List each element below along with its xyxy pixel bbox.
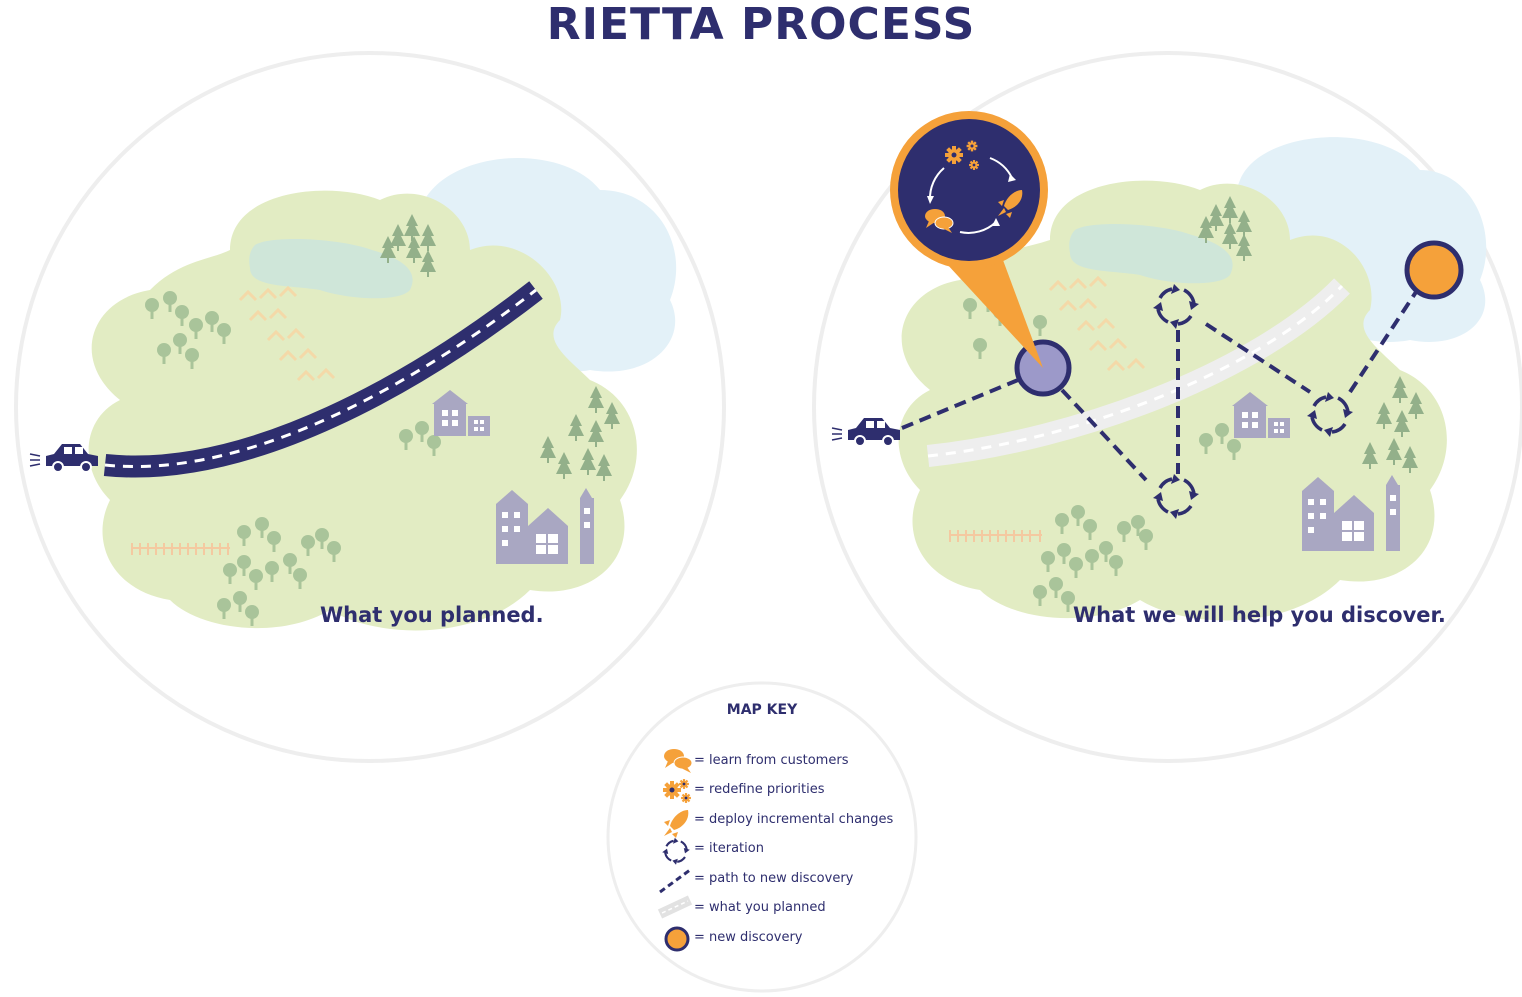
map-key-item: = path to new discovery (660, 865, 853, 891)
map-key-label: = what you planned (694, 899, 826, 915)
right-map (831, 111, 1487, 621)
map-key-item: = redefine priorities (660, 776, 825, 802)
callout-pin (890, 111, 1048, 368)
fence (131, 543, 230, 555)
map-key-label: = path to new discovery (694, 870, 854, 886)
planned-road (103, 281, 543, 478)
map-key-label: = redefine priorities (694, 781, 825, 797)
map-key-label: = iteration (694, 840, 764, 856)
hills (238, 285, 336, 382)
map-key-item: = what you planned (660, 894, 826, 920)
planned-road-faded (926, 278, 1350, 467)
map-key-item: = iteration (660, 835, 764, 861)
map-key-item: = learn from customers (660, 747, 848, 773)
map-key-icons (657, 748, 693, 952)
discovery-paths (901, 290, 1418, 482)
fence (949, 530, 1042, 542)
dashed-path-icon (659, 868, 691, 894)
left-panel-caption: What you planned. (320, 603, 544, 627)
page-title: RIETTA PROCESS (546, 0, 976, 50)
right-panel-caption: What we will help you discover. (1073, 603, 1446, 627)
new-discovery-marker (1404, 240, 1464, 300)
left-map (29, 157, 677, 631)
lake (249, 238, 413, 299)
lake (1069, 223, 1233, 284)
map-key-label: = learn from customers (694, 752, 849, 768)
planned-road-icon (657, 895, 693, 919)
gears-icon (945, 146, 963, 164)
map-key-item: = new discovery (660, 924, 803, 950)
map-key-item: = deploy incremental changes (660, 806, 893, 832)
map-key-title: MAP KEY (726, 702, 798, 718)
hills (1048, 275, 1146, 372)
new-discovery-dot-icon (664, 926, 690, 952)
map-key-label: = deploy incremental changes (694, 811, 894, 827)
map-key-label: = new discovery (694, 929, 803, 945)
